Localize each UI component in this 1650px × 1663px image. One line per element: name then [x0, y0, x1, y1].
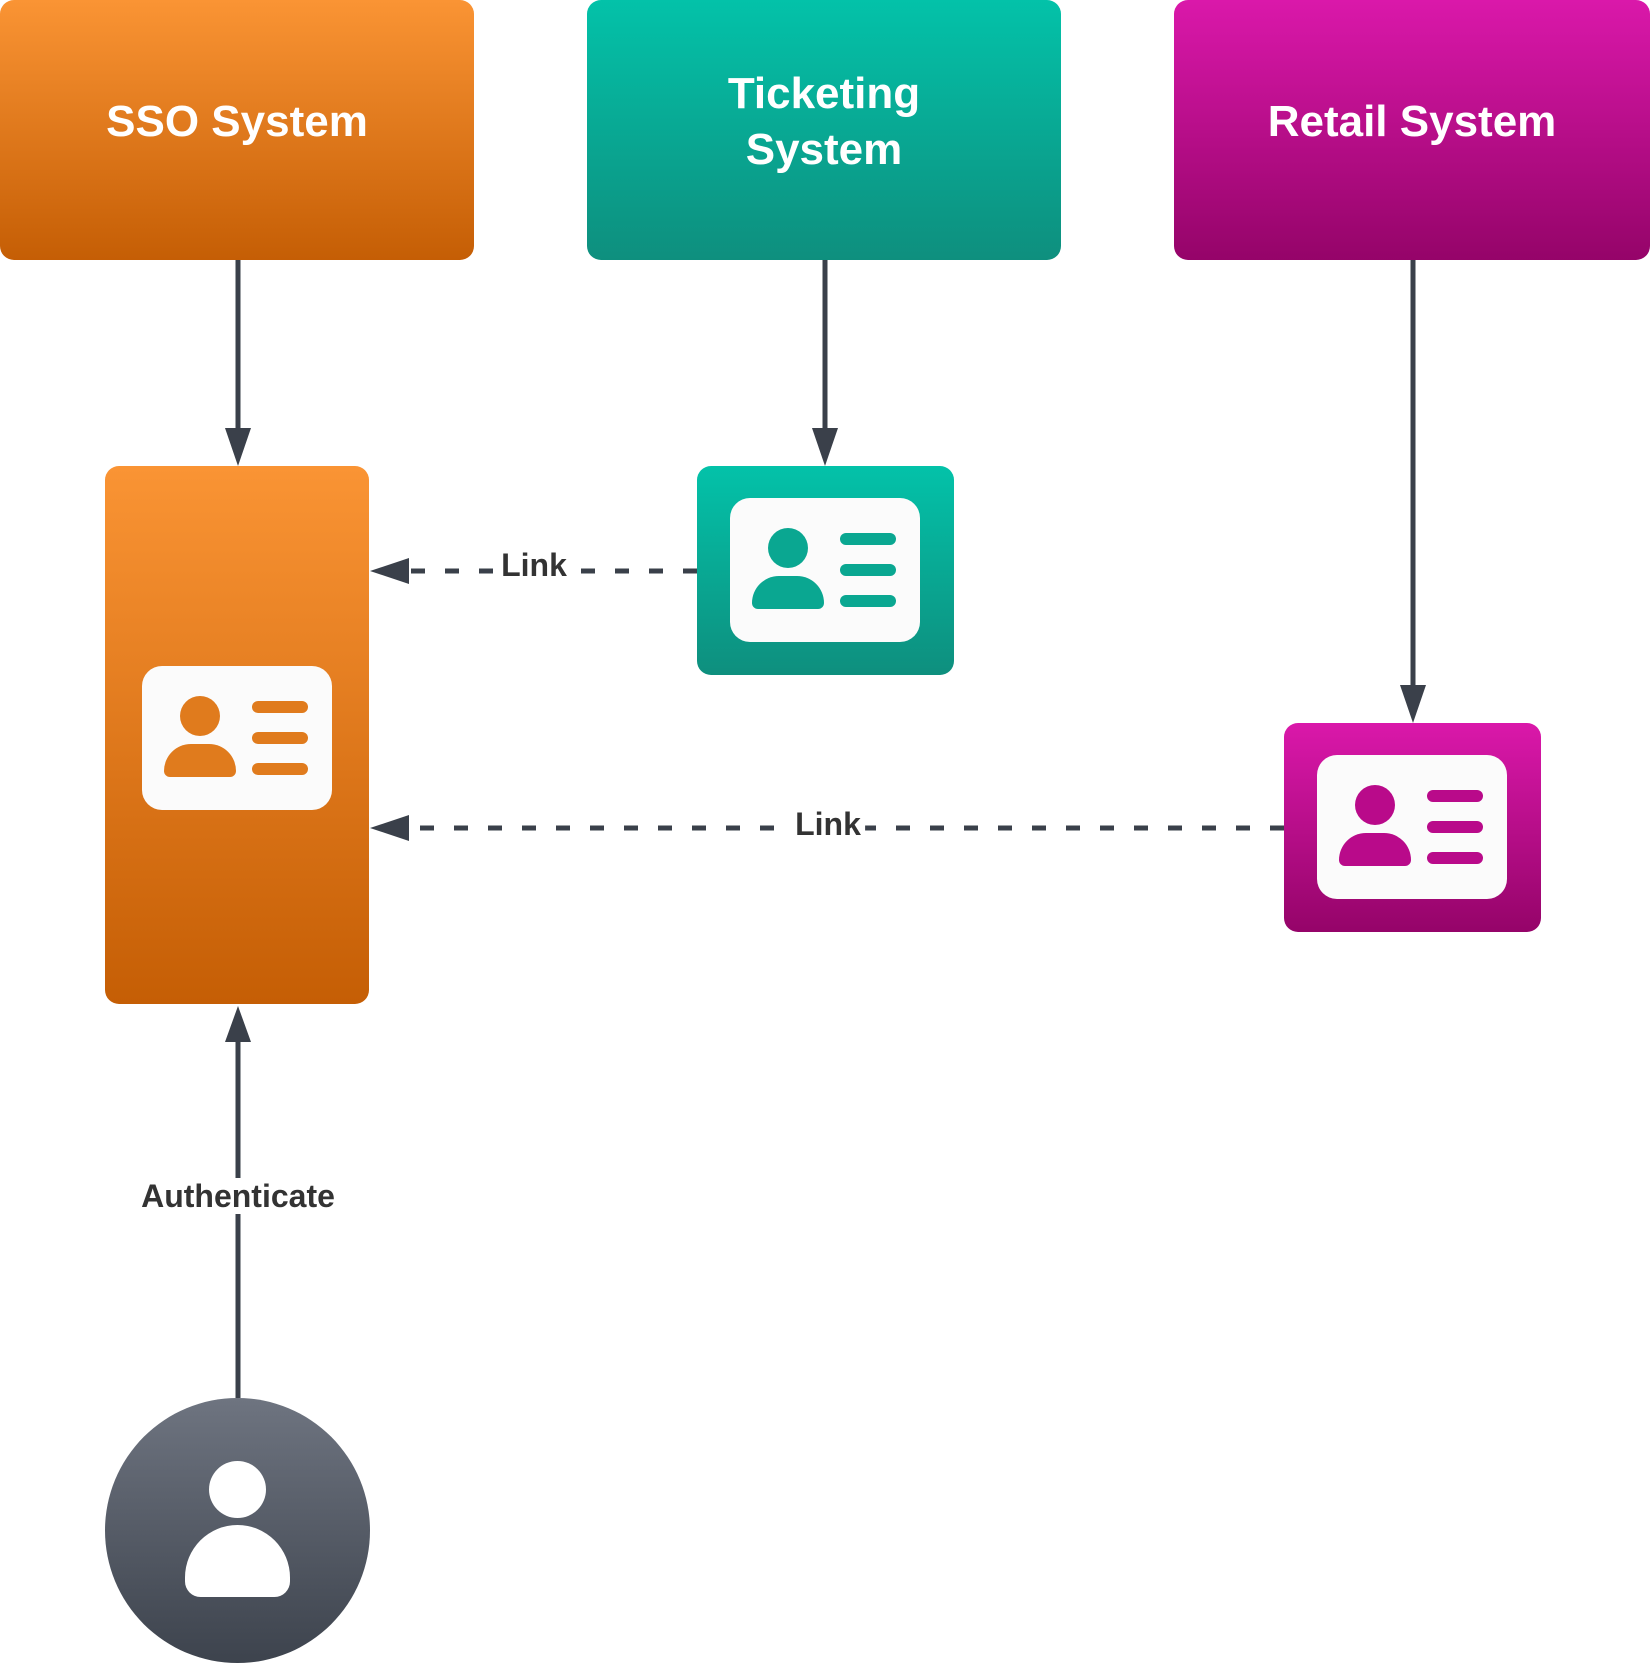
retail-system-title: Retail System [1267, 97, 1557, 146]
sso-account-node[interactable] [105, 466, 369, 1004]
sso-system-title: SSO System [106, 97, 368, 146]
ticketing-account-node[interactable] [697, 466, 954, 675]
id-card-person-head [180, 696, 220, 736]
arrowhead-retail-link [370, 815, 409, 841]
arrowhead-retail-account [1400, 685, 1426, 723]
user-icon-head [209, 1461, 266, 1518]
id-card-icon [1317, 755, 1507, 899]
id-card-line [1427, 821, 1483, 833]
id-card-icon [142, 666, 332, 810]
arrowhead-ticketing-account [812, 428, 838, 466]
id-card-line [252, 732, 308, 744]
arrowhead-sso-account [225, 428, 251, 466]
id-card-line [1427, 790, 1483, 802]
id-card-person-head [768, 528, 808, 568]
id-card-person-body [164, 744, 236, 777]
id-card-person-body [1339, 833, 1411, 866]
id-card-line [252, 701, 308, 713]
retail-system-box[interactable]: Retail System [1174, 0, 1650, 260]
id-card-person-body [752, 576, 824, 609]
ticketing-system-title: Ticketing System [727, 69, 921, 174]
edge-label-authenticate: Authenticate [137, 1178, 339, 1214]
retail-account-node[interactable] [1284, 723, 1541, 932]
id-card-line [840, 533, 896, 545]
user-icon-body [185, 1525, 290, 1597]
edge-label-link-retail: Link [791, 806, 865, 842]
id-card-line [840, 595, 896, 607]
arrowhead-ticketing-link [370, 558, 409, 584]
id-card-icon [730, 498, 920, 642]
edge-label-link-ticketing: Link [497, 547, 571, 583]
sso-system-box[interactable]: SSO System [0, 0, 474, 260]
id-card-line [1427, 852, 1483, 864]
id-card-line [252, 763, 308, 775]
id-card-line [840, 564, 896, 576]
id-card-person-head [1355, 785, 1395, 825]
arrowhead-authenticate [225, 1006, 251, 1042]
user-node[interactable] [105, 1398, 370, 1663]
ticketing-system-box[interactable]: Ticketing System [587, 0, 1061, 260]
